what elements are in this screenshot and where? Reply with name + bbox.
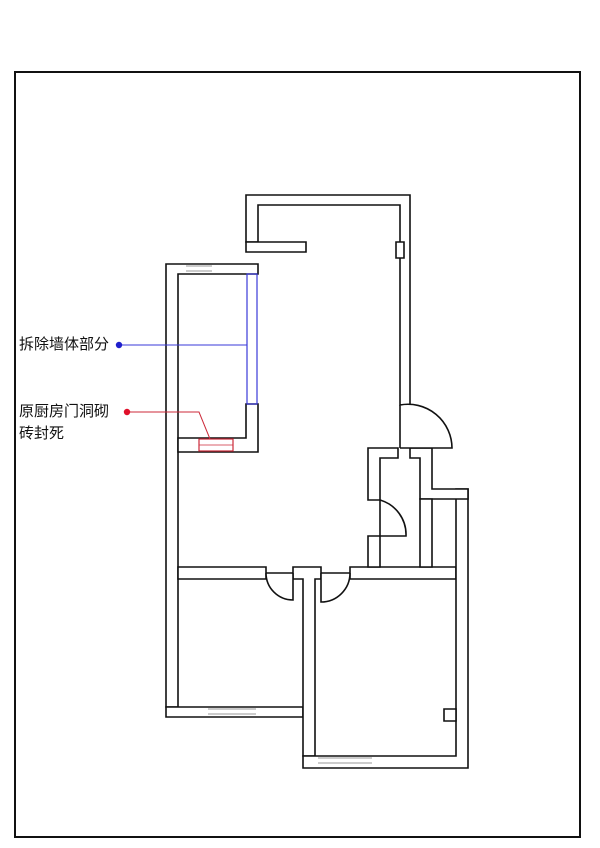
wall-bedroom-divider bbox=[292, 566, 322, 757]
wall-partition-left bbox=[177, 566, 267, 580]
wall-niche bbox=[443, 708, 457, 722]
wall-bath bbox=[367, 447, 399, 501]
wall-bath-east bbox=[419, 498, 433, 568]
seal-door-label-line2: 砖封死 bbox=[19, 424, 65, 442]
walls bbox=[165, 194, 469, 769]
bedroom-left-door bbox=[265, 572, 294, 601]
wall-west bbox=[165, 263, 259, 708]
bath-door bbox=[379, 499, 407, 537]
callouts bbox=[115, 341, 247, 440]
seal-marker bbox=[123, 408, 131, 416]
drawing-frame bbox=[14, 71, 581, 838]
windows bbox=[186, 265, 372, 764]
demolish-marker bbox=[115, 341, 123, 349]
wall-top-stub bbox=[245, 241, 307, 253]
seal-door-label-line1: 原厨房门洞砌 bbox=[19, 402, 110, 420]
removed-wall-outline bbox=[246, 273, 258, 405]
wall-partition-right bbox=[349, 566, 457, 580]
wall-kitchen-east bbox=[177, 403, 259, 453]
wall-bath-low bbox=[367, 535, 381, 568]
wall-north-block bbox=[245, 194, 411, 406]
demolish-wall-label: 拆除墙体部分 bbox=[19, 335, 110, 353]
wall-entry-jamb bbox=[395, 241, 405, 259]
seal-leader-line bbox=[127, 411, 211, 440]
wall-east-mid bbox=[409, 447, 469, 500]
bedroom-right-door bbox=[320, 572, 351, 603]
doors bbox=[265, 403, 453, 603]
sealed-door-outline bbox=[198, 438, 234, 452]
entrance-door bbox=[399, 403, 453, 449]
